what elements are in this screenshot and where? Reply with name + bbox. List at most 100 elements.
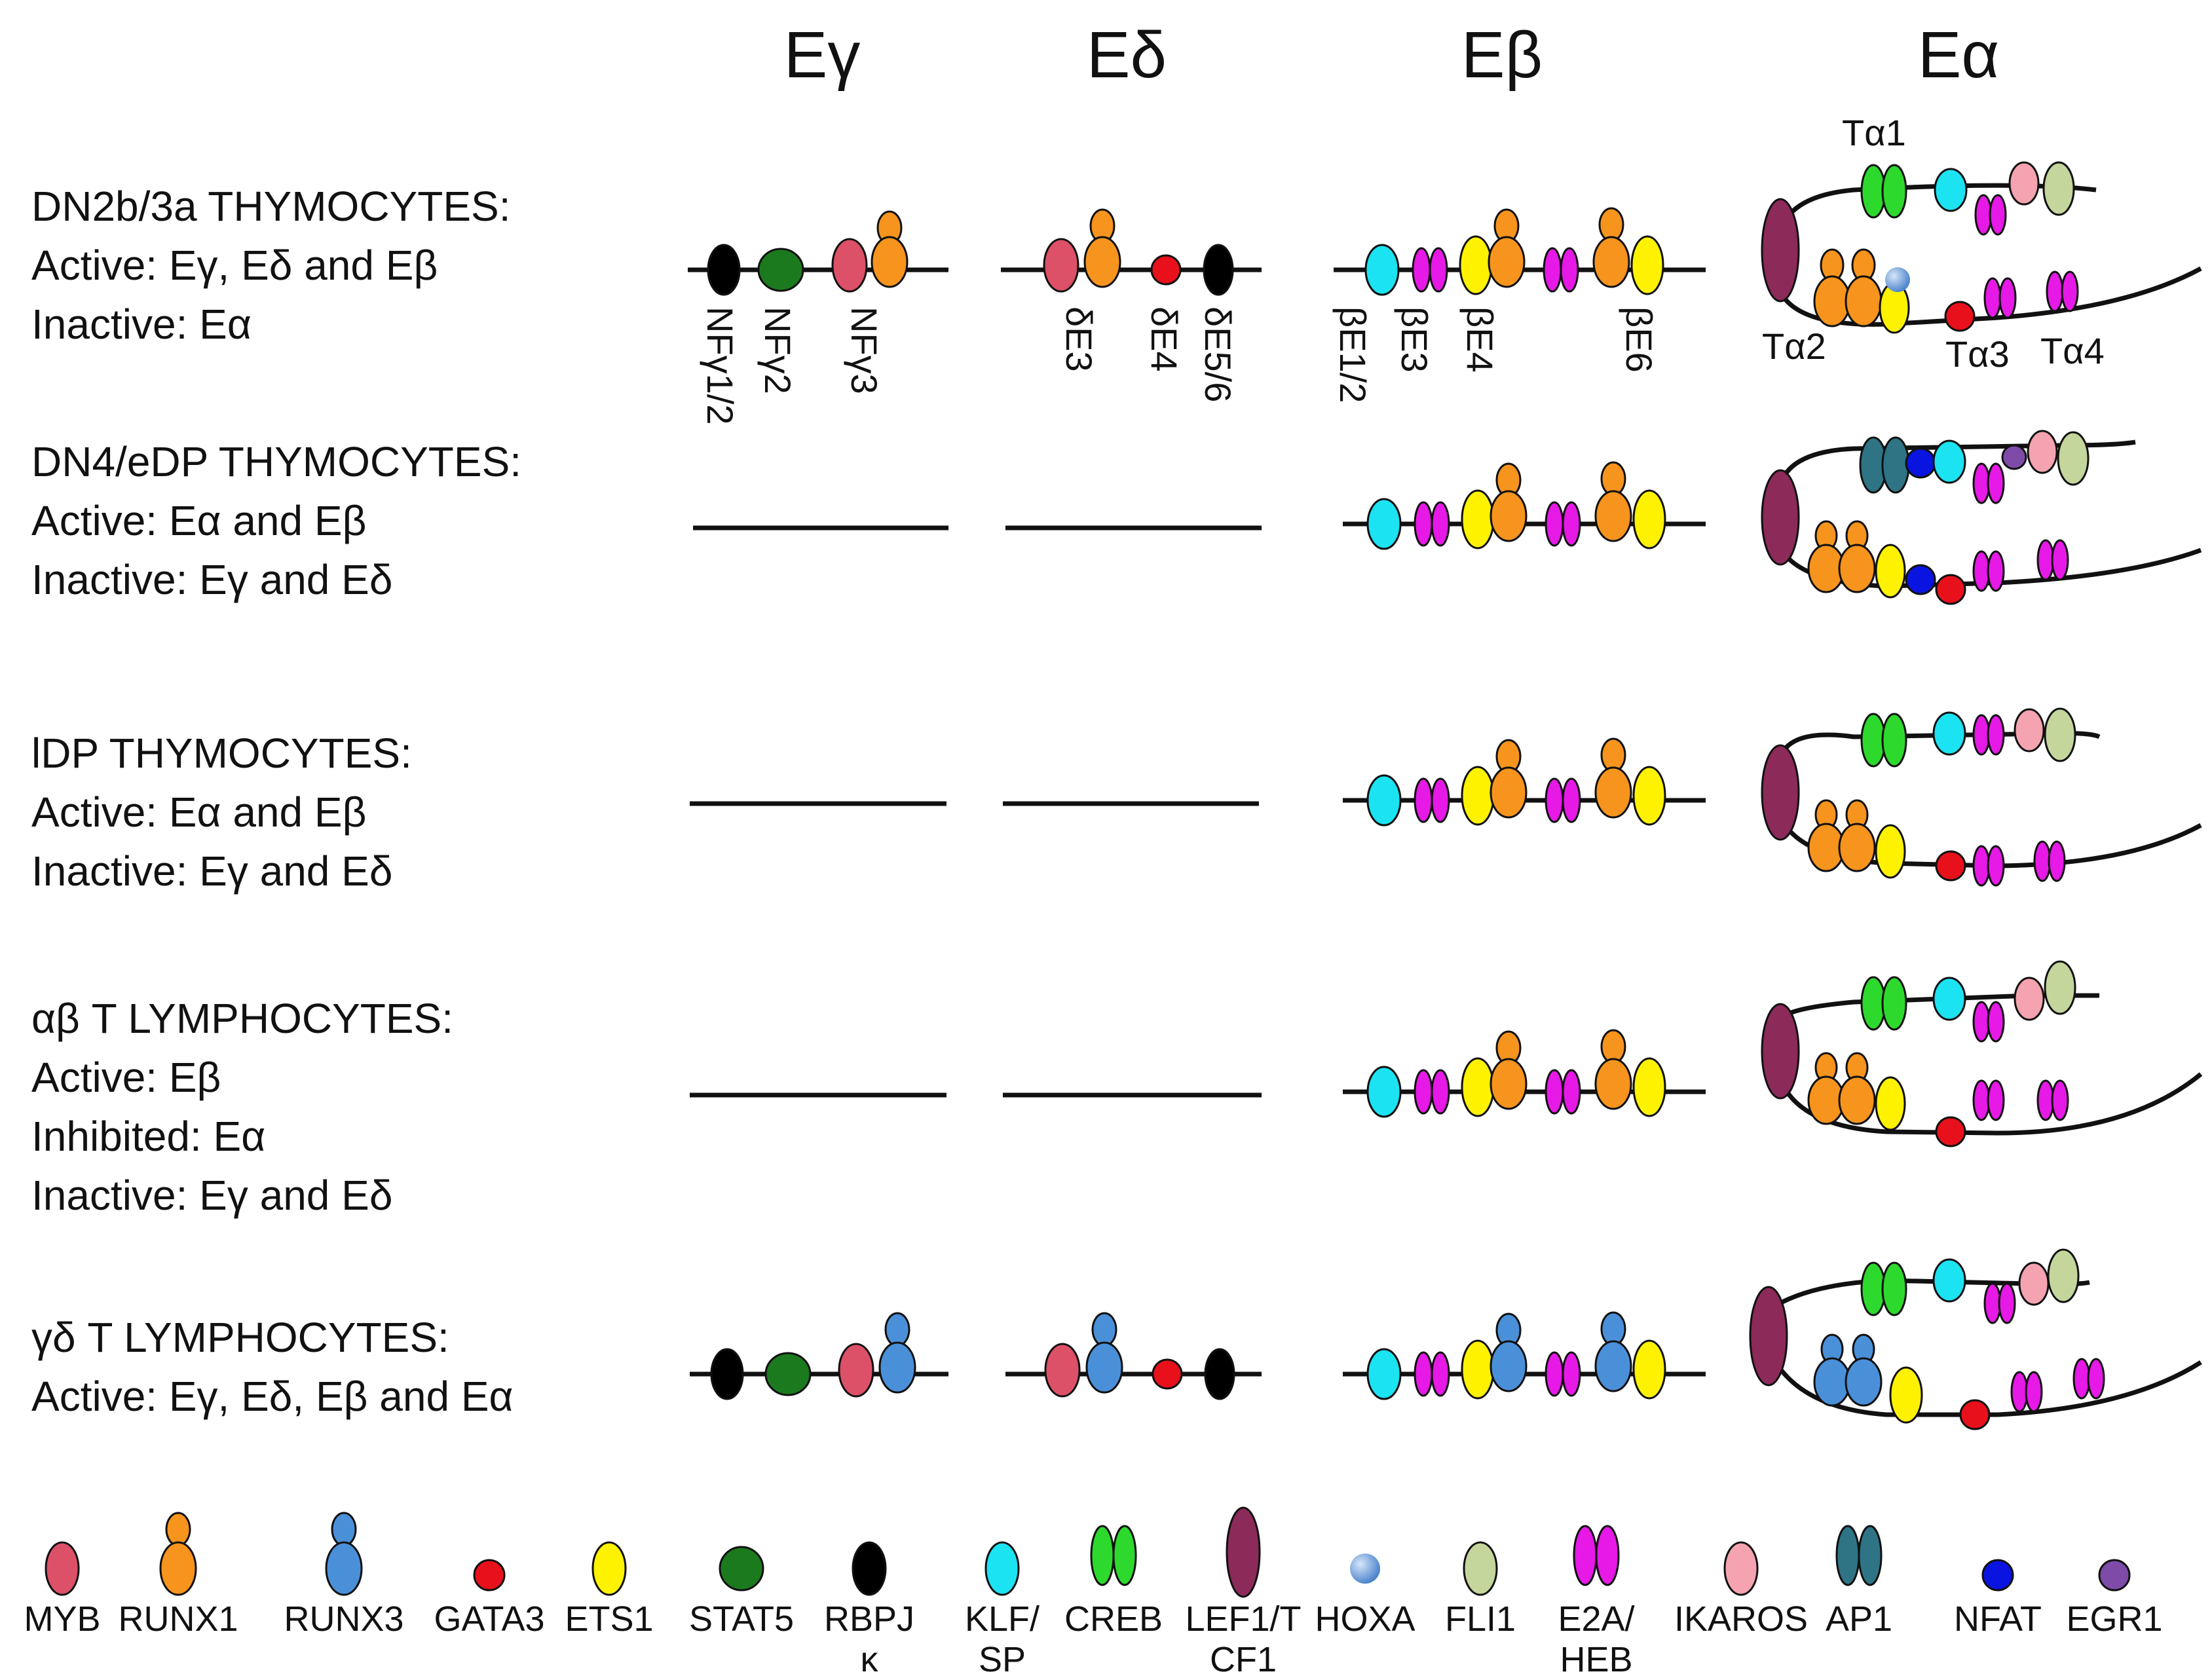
gata3-icon	[1959, 1399, 1991, 1430]
legend-myb-icon	[45, 1541, 80, 1596]
gata3-icon	[1150, 254, 1182, 286]
ets1-icon	[1461, 489, 1495, 549]
ets1-icon	[1632, 766, 1666, 826]
legend-nfat-icon	[1981, 1559, 2014, 1592]
site-label-be6: βE6	[1619, 307, 1660, 373]
legend-label-ap1: AP1	[1826, 1599, 1892, 1639]
legend-ets1-icon	[591, 1541, 627, 1596]
row-inhibited: Inhibited: Eα	[31, 1113, 266, 1160]
legend-label-lef1-t-cf1: LEF1/T	[1185, 1599, 1301, 1639]
legend-label-egr1: EGR1	[2066, 1599, 2162, 1639]
row-active: Active: Eγ, Eδ, Eβ and Eα	[31, 1373, 514, 1420]
e2a-heb-icon	[1972, 462, 1991, 504]
legend-egr1-icon	[2098, 1559, 2131, 1592]
runx1-icon	[1490, 1058, 1528, 1110]
myb-icon	[838, 1343, 874, 1398]
legend-lef1-t-cf1-icon	[1226, 1506, 1261, 1598]
e2a-heb-icon	[1545, 777, 1564, 823]
e2a-heb-icon	[1562, 777, 1581, 823]
gata3-icon	[1935, 850, 1966, 882]
row-text-gd-t: γδ T LYMPHOCYTES: Active: Eγ, Eδ, Eβ and…	[31, 1308, 514, 1426]
ealpha-loop-bottom-row4	[1776, 1072, 2203, 1136]
legend-klf-sp-icon	[984, 1541, 1020, 1596]
klf-sp-icon	[1932, 1258, 1966, 1303]
site-label-nfg3: NFγ3	[844, 307, 885, 394]
e2a-heb-icon	[1987, 714, 2005, 756]
legend-runx1-icon-head	[165, 1512, 191, 1547]
fli1-icon	[2044, 707, 2076, 762]
e2a-heb-icon	[1998, 1282, 2016, 1324]
runx3-head-icon	[884, 1312, 910, 1347]
creb-icon	[1881, 1261, 1907, 1316]
runx3-icon	[878, 1341, 916, 1394]
rbpj-icon	[1203, 244, 1234, 296]
e2a-heb-icon	[1429, 247, 1448, 293]
legend-label-gata3: GATA3	[434, 1599, 544, 1639]
row-text-dn4-edp: DN4/eDP THYMOCYTES: Active: Eα and Eβ In…	[31, 432, 521, 609]
e2a-heb-icon	[1983, 277, 2002, 319]
e2a-heb-icon	[1987, 1001, 2005, 1043]
row-text-ldp: lDP THYMOCYTES: Active: Eα and Eβ Inacti…	[31, 724, 412, 901]
legend-label-rbpj-line2: κ	[861, 1640, 879, 1676]
e2a-heb-icon	[1560, 247, 1579, 293]
row-inactive: Inactive: Eγ and Eδ	[31, 556, 393, 603]
e2a-heb-icon	[1414, 1069, 1433, 1115]
lef1-tcf1-icon	[1761, 1003, 1800, 1100]
legend-stat5-icon	[719, 1546, 764, 1592]
myb-icon	[831, 238, 868, 293]
e2a-heb-icon	[1431, 501, 1450, 547]
site-label-ta2: Tα2	[1762, 326, 1826, 367]
site-label-de4: δE4	[1144, 307, 1185, 372]
e2a-heb-icon	[1562, 1069, 1581, 1115]
hoxa-icon	[1885, 267, 1910, 292]
site-label-ta3: Tα3	[1945, 333, 2010, 375]
ikaros-icon	[2014, 977, 2045, 1021]
e2a-heb-icon	[2048, 840, 2066, 882]
legend-label-ets1: ETS1	[565, 1599, 653, 1639]
e2a-heb-icon	[2036, 539, 2055, 581]
rbpj-icon	[1204, 1348, 1235, 1400]
e2a-heb-icon	[1412, 247, 1431, 293]
gata3-icon	[1944, 301, 1976, 332]
e2a-heb-icon	[2087, 1358, 2105, 1400]
klf-sp-icon	[1934, 168, 1968, 212]
runx1-icon	[1594, 766, 1632, 819]
e2a-heb-icon	[1972, 714, 1991, 756]
legend-label-fli1: FLI1	[1445, 1599, 1516, 1639]
e2a-heb-icon	[1987, 550, 2005, 592]
e2a-heb-icon	[1431, 777, 1450, 823]
e2a-heb-icon	[1545, 1351, 1564, 1397]
site-label-be12: βE1/2	[1332, 307, 1374, 403]
legend-creb-icon-left	[1090, 1525, 1115, 1586]
runx1-icon	[1594, 1058, 1632, 1110]
ets1-icon	[1889, 1366, 1923, 1424]
legend-e2a-heb-icon	[1595, 1525, 1620, 1586]
ets1-icon	[1459, 235, 1493, 295]
runx1-icon	[871, 236, 909, 288]
legend-hoxa-icon	[1350, 1554, 1380, 1584]
e2a-heb-icon	[1983, 1282, 2002, 1324]
gata3-icon	[1935, 1116, 1966, 1147]
gata3-icon	[1935, 574, 1966, 605]
site-label-nfg2: NFγ2	[757, 307, 798, 394]
klf-sp-icon	[1366, 774, 1402, 827]
klf-sp-icon	[1366, 1066, 1402, 1118]
site-label-de56: δE5/6	[1197, 307, 1239, 402]
runx3-icon	[1490, 1340, 1528, 1392]
site-label-be3: βE3	[1394, 307, 1435, 373]
e2a-heb-icon	[1972, 550, 1991, 592]
runx1-icon	[1490, 766, 1528, 819]
legend-label-stat5: STAT5	[689, 1599, 794, 1639]
e2a-heb-icon	[2010, 1371, 2029, 1413]
runx1-icon	[1813, 275, 1851, 327]
creb-icon	[1881, 976, 1907, 1031]
legend-e2a-heb-icon-left	[1573, 1525, 1598, 1586]
ets1-icon	[1461, 766, 1495, 826]
runx1-icon	[1838, 544, 1876, 593]
ets1-icon	[1875, 824, 1906, 879]
ets1-icon	[1461, 1057, 1495, 1117]
egr1-icon	[2001, 444, 2027, 470]
legend-label-hoxa: HOXA	[1315, 1599, 1415, 1639]
ikaros-icon	[2027, 430, 2058, 474]
e2a-heb-icon	[1414, 1351, 1433, 1397]
